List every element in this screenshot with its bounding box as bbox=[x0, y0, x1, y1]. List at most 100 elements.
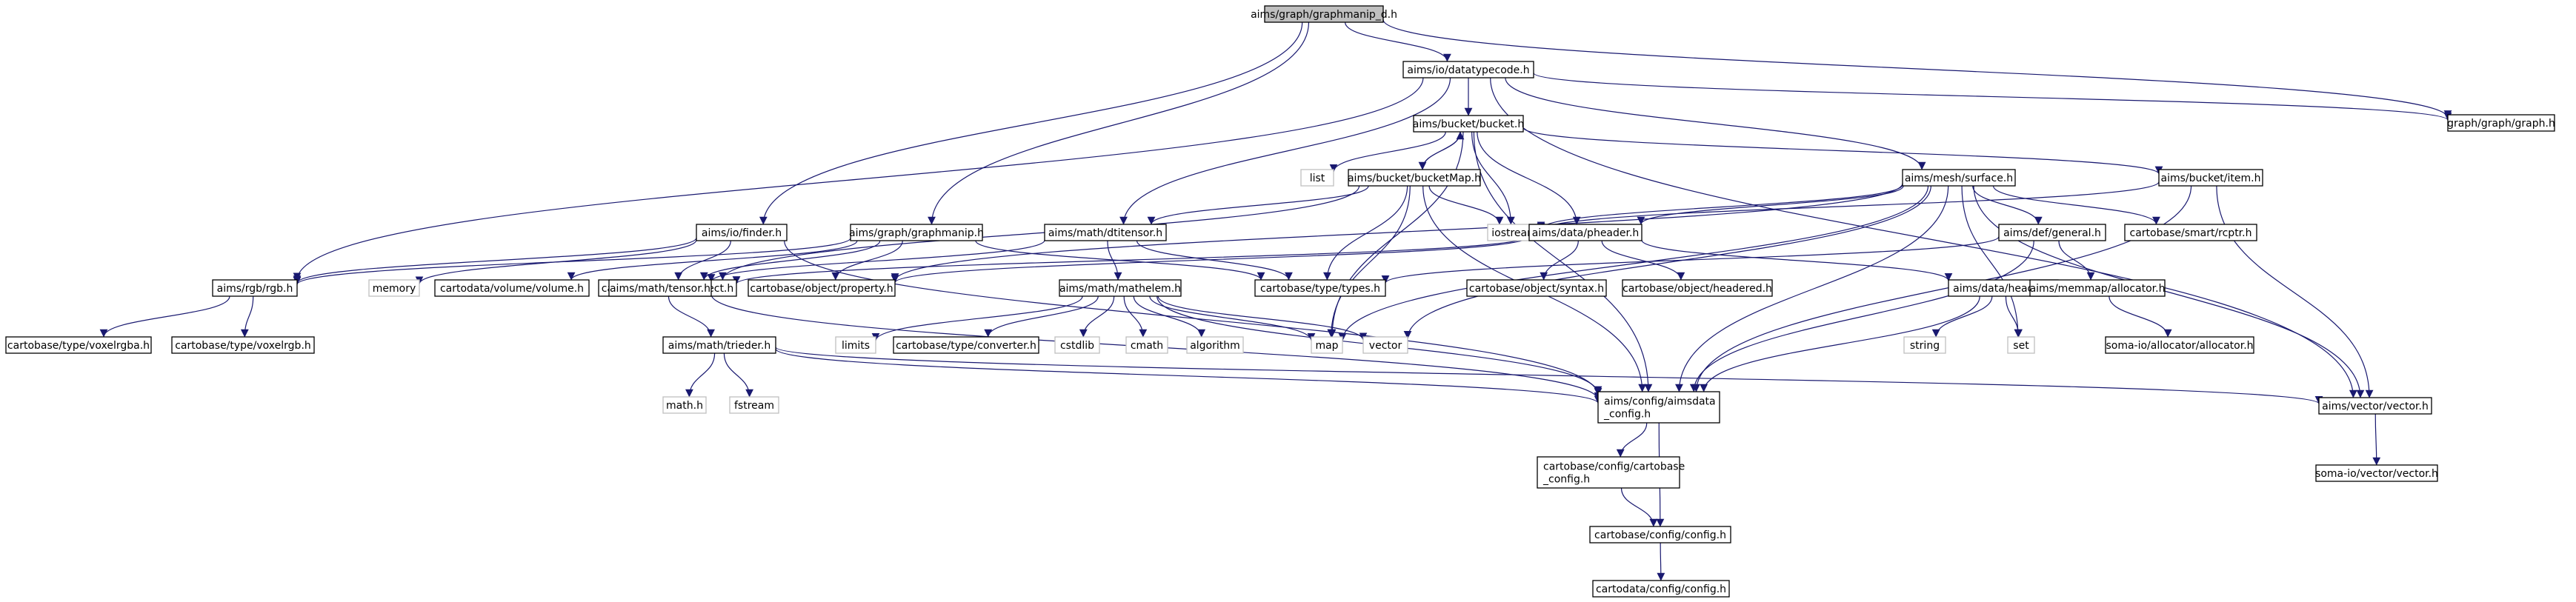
graph-node-surface[interactable]: aims/mesh/surface.h bbox=[1902, 169, 2016, 187]
graph-node-algorithm: algorithm bbox=[1186, 336, 1244, 354]
edge-bucket-to-pheader bbox=[1477, 131, 1581, 225]
graph-node-dtitensor[interactable]: aims/math/dtitensor.h bbox=[1044, 224, 1167, 241]
graph-node-mathelem[interactable]: aims/math/mathelem.h bbox=[1059, 279, 1182, 297]
graph-node-property[interactable]: cartobase/object/property.h bbox=[748, 279, 896, 297]
node-label-line: cartodata/config/config.h bbox=[1596, 583, 1726, 595]
graph-node-rgb[interactable]: aims/rgb/rgb.h bbox=[212, 279, 298, 297]
node-label: cartobase/type/voxelrgb.h bbox=[175, 340, 311, 352]
node-label-line: list bbox=[1310, 173, 1325, 184]
edge-mathelem-to-vector-std bbox=[1157, 295, 1368, 341]
edge-dtitensor-to-types bbox=[1136, 240, 1293, 281]
graph-node-aimsdata-config[interactable]: aims/config/aimsdata_config.h bbox=[1597, 391, 1720, 424]
graph-node-trieder[interactable]: aims/math/trieder.h bbox=[662, 336, 776, 354]
node-label-line: cartobase/config/cartobase bbox=[1543, 461, 1685, 473]
graph-node-graphmanip[interactable]: aims/graph/graphmanip.h bbox=[849, 224, 984, 241]
node-box bbox=[1528, 224, 1643, 241]
edge-mathelem-to-limits bbox=[871, 295, 1083, 341]
graph-node-voxelrgba[interactable]: cartobase/type/voxelrgba.h bbox=[5, 336, 152, 354]
edge-general-to-allocator bbox=[2058, 240, 2095, 281]
node-label: fstream bbox=[734, 400, 774, 412]
edge-bucket-to-list bbox=[1329, 131, 1446, 173]
graph-node-memory: memory bbox=[368, 279, 420, 297]
node-box bbox=[2315, 464, 2438, 482]
node-box bbox=[368, 279, 420, 297]
node-label-line: cartobase/type/types.h bbox=[1260, 283, 1380, 295]
graph-node-cd-config[interactable]: cartodata/config/config.h bbox=[1592, 580, 1730, 598]
node-box bbox=[434, 279, 590, 297]
node-box bbox=[2124, 224, 2257, 241]
graph-node-syntax[interactable]: cartobase/object/syntax.h bbox=[1466, 279, 1607, 297]
graph-node-headered[interactable]: cartobase/object/headered.h bbox=[1622, 279, 1773, 297]
edge-item-to-iostream bbox=[1537, 181, 2160, 231]
graph-node-volume[interactable]: cartodata/volume/volume.h bbox=[434, 279, 590, 297]
edge-pheader-to-object bbox=[732, 235, 1530, 284]
node-label: aims/graph/graphmanip_d.h bbox=[1251, 9, 1397, 21]
node-label-line: aims/data/pheader.h bbox=[1532, 227, 1640, 239]
node-label: soma-io/allocator/allocator.h bbox=[2106, 340, 2253, 352]
node-label-line: aims/graph/graphmanip_d.h bbox=[1251, 9, 1397, 21]
node-label: cstdlib bbox=[1060, 340, 1094, 352]
graph-node-general[interactable]: aims/def/general.h bbox=[1998, 224, 2106, 241]
node-label-line: cartobase/type/voxelrgb.h bbox=[175, 340, 311, 352]
node-label: soma-io/vector/vector.h bbox=[2315, 468, 2438, 480]
graph-node-item[interactable]: aims/bucket/item.h bbox=[2158, 169, 2263, 187]
node-label-line: iostream bbox=[1491, 227, 1537, 239]
graph-node-bucketMap[interactable]: aims/bucket/bucketMap.h bbox=[1348, 169, 1481, 187]
node-label-line: aims/vector/vector.h bbox=[2322, 401, 2429, 412]
node-label: aims/data/header.h bbox=[1953, 283, 2054, 295]
node-label-line: graph/graph/graph.h bbox=[2447, 118, 2555, 130]
edge-aimsdata-config-to-cartobase-config bbox=[1616, 422, 1648, 458]
node-box bbox=[2447, 114, 2555, 132]
graph-node-allocator[interactable]: aims/memmap/allocator.h bbox=[2029, 279, 2166, 297]
graph-node-pheader[interactable]: aims/data/pheader.h bbox=[1528, 224, 1643, 241]
node-label: memory bbox=[373, 283, 416, 295]
node-label-line: fstream bbox=[734, 400, 774, 412]
node-label-line: cartobase/object/syntax.h bbox=[1469, 283, 1604, 295]
node-box bbox=[2105, 336, 2254, 354]
graph-node-tensor[interactable]: aims/math/tensor.h bbox=[608, 279, 712, 297]
node-label-line: cartodata/volume/volume.h bbox=[440, 283, 584, 295]
edge-aims-vector-to-soma-vector bbox=[2372, 413, 2381, 466]
graph-node-aims-vector[interactable]: aims/vector/vector.h bbox=[2318, 397, 2432, 415]
graph-node-datatypecode[interactable]: aims/io/datatypecode.h bbox=[1402, 61, 1534, 78]
node-label: aims/vector/vector.h bbox=[2322, 401, 2429, 412]
node-box bbox=[1125, 336, 1168, 354]
graph-node-bucket[interactable]: aims/bucket/bucket.h bbox=[1413, 115, 1525, 133]
node-label: cartobase/object/property.h bbox=[750, 283, 893, 295]
graph-node-graphmanip-d[interactable]: aims/graph/graphmanip_d.h bbox=[1251, 5, 1397, 23]
node-label: aims/data/pheader.h bbox=[1532, 227, 1640, 239]
graph-node-soma-allocator[interactable]: soma-io/allocator/allocator.h bbox=[2105, 336, 2254, 354]
node-label: map bbox=[1315, 340, 1338, 352]
node-label: aims/config/aimsdata_config.h bbox=[1603, 396, 1716, 421]
graph-node-voxelrgb[interactable]: cartobase/type/voxelrgb.h bbox=[171, 336, 315, 354]
edge-trieder-to-aimsdata-config bbox=[775, 348, 1602, 404]
node-box bbox=[1902, 169, 2016, 187]
node-label: cartobase/object/headered.h bbox=[1623, 283, 1772, 295]
node-box bbox=[1622, 279, 1773, 297]
edge-rgb-to-voxelrgb bbox=[240, 295, 254, 338]
graph-node-converter[interactable]: cartobase/type/converter.h bbox=[893, 336, 1039, 354]
graph-node-soma-vector[interactable]: soma-io/vector/vector.h bbox=[2315, 464, 2438, 482]
node-label-line: soma-io/vector/vector.h bbox=[2315, 468, 2438, 480]
graph-node-graph[interactable]: graph/graph/graph.h bbox=[2447, 114, 2555, 132]
node-label-line: _config.h bbox=[1542, 474, 1590, 486]
edge-mathelem-to-cmath bbox=[1123, 295, 1148, 338]
node-box bbox=[1903, 336, 1946, 354]
edge-surface-to-pheader bbox=[1637, 185, 1904, 225]
node-label-line: aims/io/datatypecode.h bbox=[1407, 64, 1529, 76]
graph-node-cb-config[interactable]: cartobase/config/config.h bbox=[1589, 526, 1731, 544]
graph-node-list: list bbox=[1300, 169, 1334, 187]
node-box bbox=[1254, 279, 1386, 297]
edge-finder-to-object bbox=[674, 240, 731, 281]
graph-node-rcptr[interactable]: cartobase/smart/rcptr.h bbox=[2124, 224, 2257, 241]
graph-node-finder[interactable]: aims/io/finder.h bbox=[696, 224, 788, 241]
node-box bbox=[1044, 224, 1167, 241]
node-label: cartodata/config/config.h bbox=[1596, 583, 1726, 595]
node-label-line: aims/io/finder.h bbox=[702, 227, 782, 239]
node-label: cmath bbox=[1131, 340, 1163, 352]
graph-node-types[interactable]: cartobase/type/types.h bbox=[1254, 279, 1386, 297]
node-box bbox=[1054, 336, 1100, 354]
node-box bbox=[1592, 580, 1730, 598]
node-box bbox=[696, 224, 788, 241]
graph-node-cartobase-config[interactable]: cartobase/config/cartobase_config.h bbox=[1537, 456, 1685, 489]
